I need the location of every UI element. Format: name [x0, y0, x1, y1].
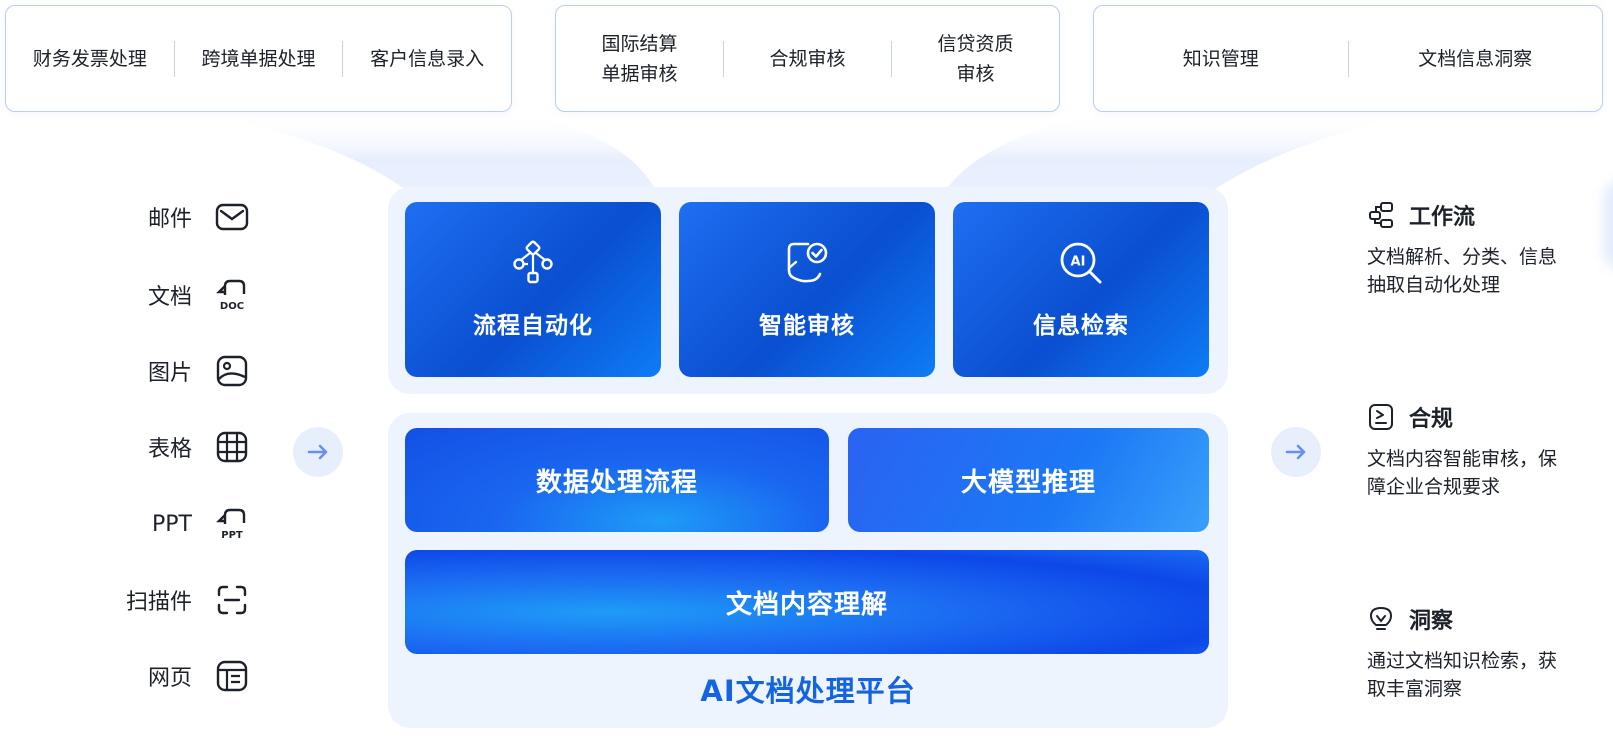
lightbulb-icon — [1367, 605, 1395, 633]
ai-search-icon: AI — [1058, 240, 1104, 290]
capability-label: 流程自动化 — [473, 312, 593, 339]
ppt-icon-text: PPT — [221, 530, 243, 541]
webpage-icon — [214, 658, 250, 694]
divider — [173, 40, 175, 77]
source-doc: 文档 DOC — [110, 275, 250, 315]
source-label: 文档 — [147, 285, 192, 310]
source-scan: 扫描件 — [110, 580, 250, 620]
benefit-desc: 文档内容智能审核，保 障企业合规要求 — [1367, 448, 1558, 498]
ppt-file-icon: PPT — [214, 506, 250, 542]
source-table: 表格 — [110, 427, 250, 467]
doc-file-icon: DOC — [214, 277, 250, 313]
arrow-right-icon — [293, 427, 343, 477]
capability-workflow-automation: 流程自动化 — [405, 202, 661, 377]
arrow-right-icon — [1271, 427, 1321, 477]
usecase-item: 客户信息录入 — [370, 47, 485, 70]
usecase-item: 合规审核 — [769, 47, 846, 70]
source-webpage: 网页 — [110, 656, 250, 696]
usecase-item: 跨境单据处理 — [201, 47, 316, 70]
layer-doc-understanding: 文档内容理解 — [405, 550, 1209, 654]
doc-icon-text: DOC — [220, 301, 244, 312]
edge-glow — [1603, 180, 1613, 270]
capability-info-retrieval: AI 信息检索 — [953, 202, 1209, 377]
divider — [891, 40, 892, 77]
source-label: 网页 — [147, 666, 192, 691]
source-label: 邮件 — [147, 207, 192, 232]
benefit-insight: 洞察 通过文档知识检索，获 取丰富洞察 — [1367, 603, 1597, 703]
usecase-group-finance: 财务发票处理 跨境单据处理 客户信息录入 — [5, 5, 512, 112]
usecase-item: 信贷资质 审核 — [937, 32, 1014, 85]
source-mail: 邮件 — [110, 197, 250, 237]
layer-data-processing: 数据处理流程 — [405, 428, 829, 532]
compliance-icon — [1367, 403, 1395, 431]
capability-smart-audit: 智能审核 — [679, 202, 935, 377]
source-label: 图片 — [147, 361, 192, 386]
ai-icon-text: AI — [1071, 254, 1086, 269]
source-image: 图片 — [110, 351, 250, 391]
usecase-item: 财务发票处理 — [32, 47, 147, 70]
benefit-desc: 文档解析、分类、信息 抽取自动化处理 — [1367, 246, 1558, 296]
scan-icon — [214, 582, 250, 618]
mail-icon — [214, 199, 250, 235]
source-ppt: PPT PPT — [110, 504, 250, 544]
workflow-icon — [1367, 201, 1395, 229]
capability-label: 智能审核 — [759, 312, 855, 339]
benefit-title: 工作流 — [1409, 205, 1476, 230]
benefit-workflow: 工作流 文档解析、分类、信息 抽取自动化处理 — [1367, 199, 1597, 299]
divider — [1347, 40, 1349, 77]
workflow-nodes-icon — [510, 240, 556, 290]
shield-check-icon — [784, 240, 830, 290]
platform-title: AI文档处理平台 — [700, 674, 916, 708]
image-icon — [214, 353, 250, 389]
source-label: 表格 — [147, 437, 192, 462]
usecase-item: 文档信息洞察 — [1418, 47, 1533, 70]
usecase-item: 国际结算 单据审核 — [601, 32, 678, 85]
usecase-group-knowledge: 知识管理 文档信息洞察 — [1093, 5, 1603, 112]
usecase-item: 知识管理 — [1182, 47, 1259, 70]
divider — [723, 40, 724, 77]
divider — [342, 40, 344, 77]
source-label: 扫描件 — [125, 590, 192, 615]
capability-label: 信息检索 — [1033, 312, 1129, 339]
benefit-compliance: 合规 文档内容智能审核，保 障企业合规要求 — [1367, 401, 1597, 501]
table-icon — [214, 429, 250, 465]
benefit-desc: 通过文档知识检索，获 取丰富洞察 — [1367, 650, 1558, 700]
layer-llm-inference: 大模型推理 — [848, 428, 1209, 532]
usecase-group-audit: 国际结算 单据审核 合规审核 信贷资质 审核 — [555, 5, 1060, 112]
benefit-title: 合规 — [1409, 407, 1454, 432]
source-label: PPT — [152, 511, 192, 537]
benefit-title: 洞察 — [1409, 609, 1454, 634]
